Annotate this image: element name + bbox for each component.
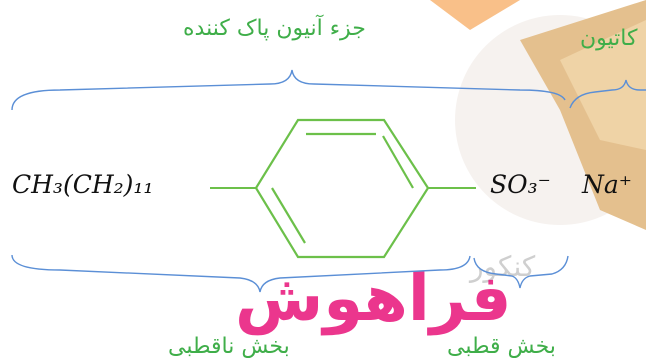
watermark-brand: فراهوش [235, 262, 512, 336]
benzene-ring [254, 118, 430, 259]
watermark-subtitle: کنکور [470, 250, 536, 283]
label-anion-part: جزء آنیون پاک کننده [183, 16, 366, 41]
formula-sodium: Na⁺ [582, 170, 632, 199]
double-bond-upper-right [393, 128, 431, 188]
top-accent [430, 0, 520, 30]
brace-polar [473, 255, 569, 289]
double-bond-right [382, 135, 414, 189]
label-polar-part: بخش قطبی [447, 334, 556, 359]
corner-photo-highlight [560, 20, 646, 150]
formula-sulfonate: SO₃⁻ [490, 170, 551, 199]
label-cation: کاتیون [580, 26, 638, 51]
double-bond-lower-left [271, 187, 306, 244]
brace-anion-part [11, 69, 566, 111]
label-nonpolar-part: بخش ناقطبی [168, 334, 290, 359]
brace-cation [569, 79, 646, 109]
formula-alkyl-chain: CH₃(CH₂)₁₁ [12, 170, 154, 199]
brace-nonpolar [11, 254, 471, 293]
